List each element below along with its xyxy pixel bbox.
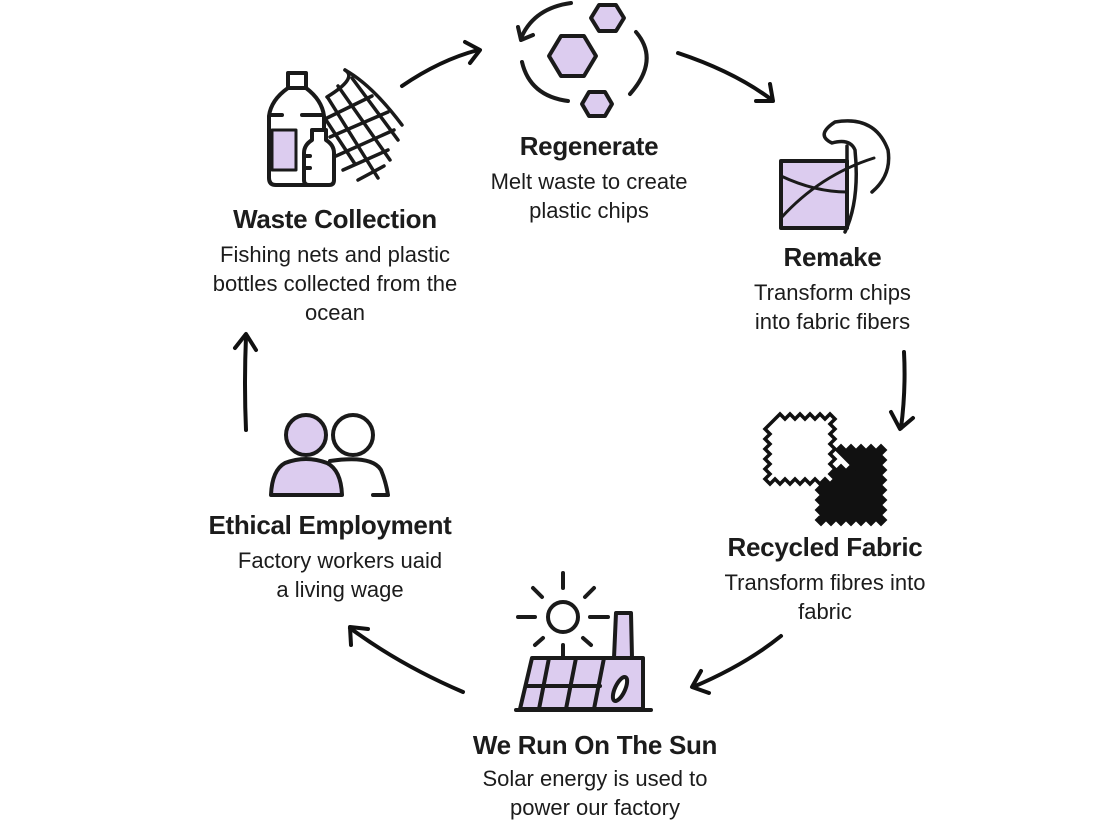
step-description: Transform fibres into fabric (724, 570, 926, 624)
arrow-recycled-fabric-to-sun (690, 634, 783, 695)
step-title: Ethical Employment (208, 510, 452, 540)
arrow-remake-to-recycled-fabric (889, 350, 915, 431)
fabric-swatches-icon (762, 411, 888, 527)
step-title: Recycled Fabric (727, 532, 923, 562)
two-people-icon (269, 413, 390, 497)
hexagon-chips-cycle-icon (516, 1, 649, 118)
step-description: Melt waste to create plastic chips (490, 169, 688, 223)
step-description: Transform chips into fabric fibers (754, 280, 911, 334)
fabric-thread-icon (779, 119, 891, 234)
solar-factory-icon (514, 571, 653, 712)
arrow-waste-to-regenerate (400, 40, 482, 88)
step-title: Remake (783, 242, 882, 272)
step-title: Waste Collection (233, 204, 437, 234)
step-description: Factory workers uaid a living wage (237, 548, 443, 602)
arrow-ethical-employment-to-waste (233, 332, 258, 432)
step-description: Fishing nets and plastic bottles collect… (212, 242, 458, 325)
step-we-run-on-the-sun: We Run On The Sun Solar energy is used t… (440, 730, 750, 822)
step-waste-collection: Waste Collection Fishing nets and plasti… (190, 204, 480, 327)
bottles-and-net-icon (267, 68, 404, 187)
arrow-regenerate-to-remake (676, 51, 775, 103)
step-title: Regenerate (519, 131, 659, 161)
arrow-sun-to-ethical-employment (348, 625, 465, 694)
step-remake: Remake Transform chips into fabric fiber… (720, 242, 945, 336)
step-recycled-fabric: Recycled Fabric Transform fibres into fa… (690, 532, 960, 626)
step-description: Solar energy is used to power our factor… (482, 766, 708, 820)
step-title: We Run On The Sun (472, 730, 718, 760)
step-ethical-employment: Ethical Employment Factory workers uaid … (180, 510, 480, 604)
step-regenerate: Regenerate Melt waste to create plastic … (455, 131, 723, 225)
